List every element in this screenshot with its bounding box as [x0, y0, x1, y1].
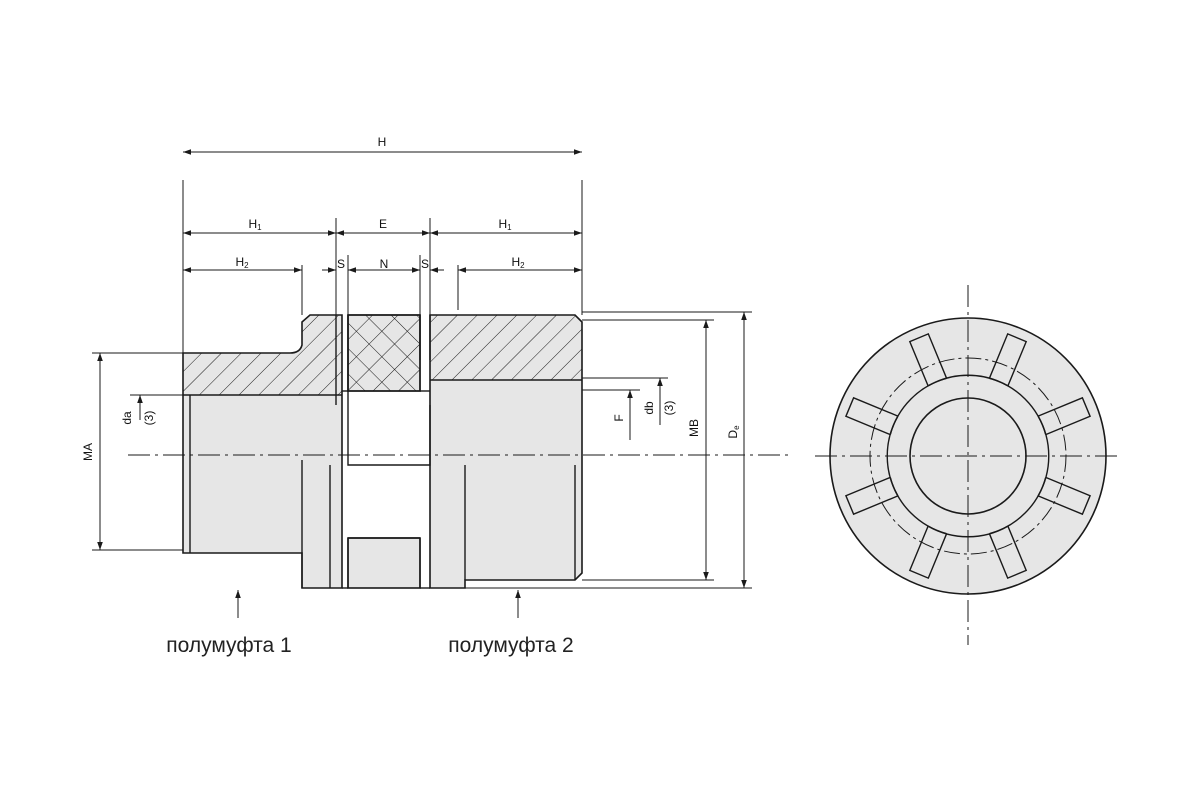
dim-db-label: db — [642, 401, 656, 415]
dim-N-label: N — [380, 257, 389, 271]
dim-db-note: (3) — [662, 401, 676, 416]
dim-MB-label: MB — [687, 419, 701, 437]
dim-MA-label: MA — [81, 443, 95, 461]
dim-F-label: F — [612, 414, 626, 421]
dim-da-note: (3) — [142, 411, 156, 426]
dim-da-label: da — [120, 411, 134, 425]
jaw-outline — [844, 476, 899, 516]
internal-lines — [183, 314, 582, 589]
caption-half-coupling-1: полумуфта 1 — [166, 634, 291, 657]
dim-De-label: De — [726, 425, 741, 439]
jaw-outline — [1037, 396, 1092, 436]
dim-H-label: H — [378, 135, 387, 149]
end-view-jaws — [844, 332, 1092, 580]
jaw-outline — [988, 525, 1028, 580]
dim-E-label: E — [379, 217, 387, 231]
dim-H2-right-label: H2 — [511, 255, 525, 270]
jaw-outline — [1037, 476, 1092, 516]
spider-lower — [347, 537, 421, 589]
dimension-lines — [92, 149, 752, 618]
caption-half-coupling-2: полумуфта 2 — [448, 634, 573, 657]
jaw-outline — [844, 396, 899, 436]
dim-S-left-label: S — [337, 257, 345, 271]
dim-S-right-label: S — [421, 257, 429, 271]
section-hatching — [183, 315, 582, 395]
dim-H1-right-label: H1 — [498, 217, 512, 232]
dim-H2-left-label: H2 — [235, 255, 249, 270]
dim-H1-left-label: H1 — [248, 217, 262, 232]
dimension-labels: H H1 E H1 H2 S N S H2 MA da (3) F db (3)… — [81, 135, 741, 461]
end-view — [815, 285, 1120, 645]
jaw-outline — [908, 525, 948, 580]
jaw-outline — [908, 332, 948, 387]
jaw-outline — [988, 332, 1028, 387]
jaw-link-arc — [1037, 415, 1050, 497]
